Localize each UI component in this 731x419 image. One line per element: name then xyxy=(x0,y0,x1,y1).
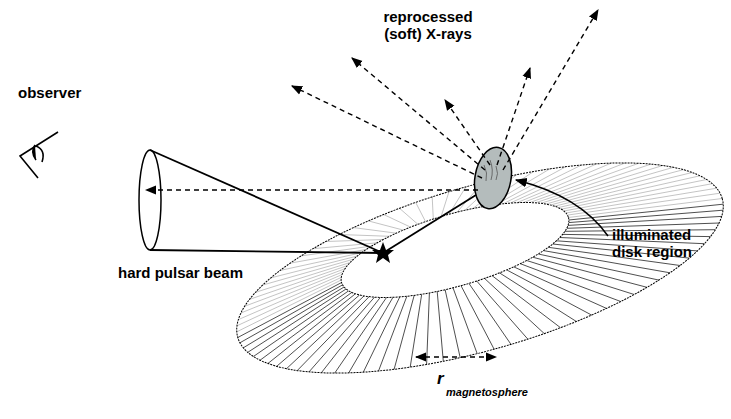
disk-outer-edge xyxy=(215,120,731,417)
hatch-stroke xyxy=(551,170,684,205)
hatch-stroke xyxy=(566,188,717,213)
hatch-stroke xyxy=(237,277,341,325)
hatch-stroke xyxy=(238,283,342,338)
illuminated-region xyxy=(470,144,516,211)
beam-edge xyxy=(150,150,383,253)
beam-label: hard pulsar beam xyxy=(118,264,243,281)
hatch-stroke xyxy=(248,289,346,352)
xray-arrows xyxy=(146,10,598,190)
hatch-stroke xyxy=(237,280,341,332)
hatch-stroke xyxy=(260,292,352,360)
hatch-stroke xyxy=(368,221,403,230)
hatch-stroke xyxy=(241,272,343,313)
hatch-stroke xyxy=(500,273,577,322)
caption-label: reprocessed (soft) X-rays xyxy=(372,8,484,42)
hatch-stroke xyxy=(507,270,592,315)
hatch-stroke xyxy=(400,208,418,224)
hatch-stroke xyxy=(253,291,348,357)
pulsar-star xyxy=(372,242,394,263)
hatch-stroke xyxy=(268,294,356,364)
hatch-stroke xyxy=(309,297,375,372)
hatch-stroke xyxy=(363,297,400,372)
hatch-stroke xyxy=(461,286,494,350)
observer-eye xyxy=(20,132,58,178)
hatch-stroke xyxy=(263,259,354,285)
beam-edge xyxy=(150,250,383,253)
hatch-stroke xyxy=(536,164,652,203)
hatch-stroke xyxy=(517,163,611,203)
hatch-stroke xyxy=(568,199,722,218)
disk-inner-edge xyxy=(332,183,579,317)
beam-cone xyxy=(139,150,161,250)
dimension-arrow xyxy=(416,356,496,357)
hatch-stroke xyxy=(555,173,693,207)
hatch-stroke xyxy=(256,263,351,293)
hatch-stroke xyxy=(297,297,369,371)
hatch-stroke xyxy=(510,164,597,203)
hatch-stroke xyxy=(568,193,721,215)
hatch-stroke xyxy=(485,278,545,333)
illuminated-texture xyxy=(484,160,498,181)
hatch-stroke xyxy=(469,283,511,344)
hatch-stroke xyxy=(445,290,460,358)
hatch-stroke xyxy=(240,285,343,343)
leader-line xyxy=(516,180,608,236)
beam-ray xyxy=(383,195,476,253)
hatch-stroke xyxy=(339,235,389,237)
hatch-stroke xyxy=(524,163,626,203)
hatch-stroke xyxy=(416,202,426,221)
hatch-stroke xyxy=(354,228,397,234)
hatch-stroke xyxy=(427,293,430,364)
hatch-stroke xyxy=(379,296,407,371)
hatch-stroke xyxy=(335,298,387,374)
hatch-stroke xyxy=(384,215,411,228)
hatch-stroke xyxy=(492,276,560,328)
hatch-stroke xyxy=(394,295,414,369)
radius-symbol: r xyxy=(437,370,444,387)
observer-label: observer xyxy=(18,84,81,101)
hatch-stroke xyxy=(432,197,433,219)
region-label: illuminated disk region xyxy=(612,226,724,260)
hatch-stroke xyxy=(349,297,393,373)
hatch-stroke xyxy=(453,288,477,354)
radius-subscript: magnetosphere xyxy=(446,384,528,401)
hatch-stroke xyxy=(561,180,706,210)
hatch-stroke xyxy=(437,291,443,361)
